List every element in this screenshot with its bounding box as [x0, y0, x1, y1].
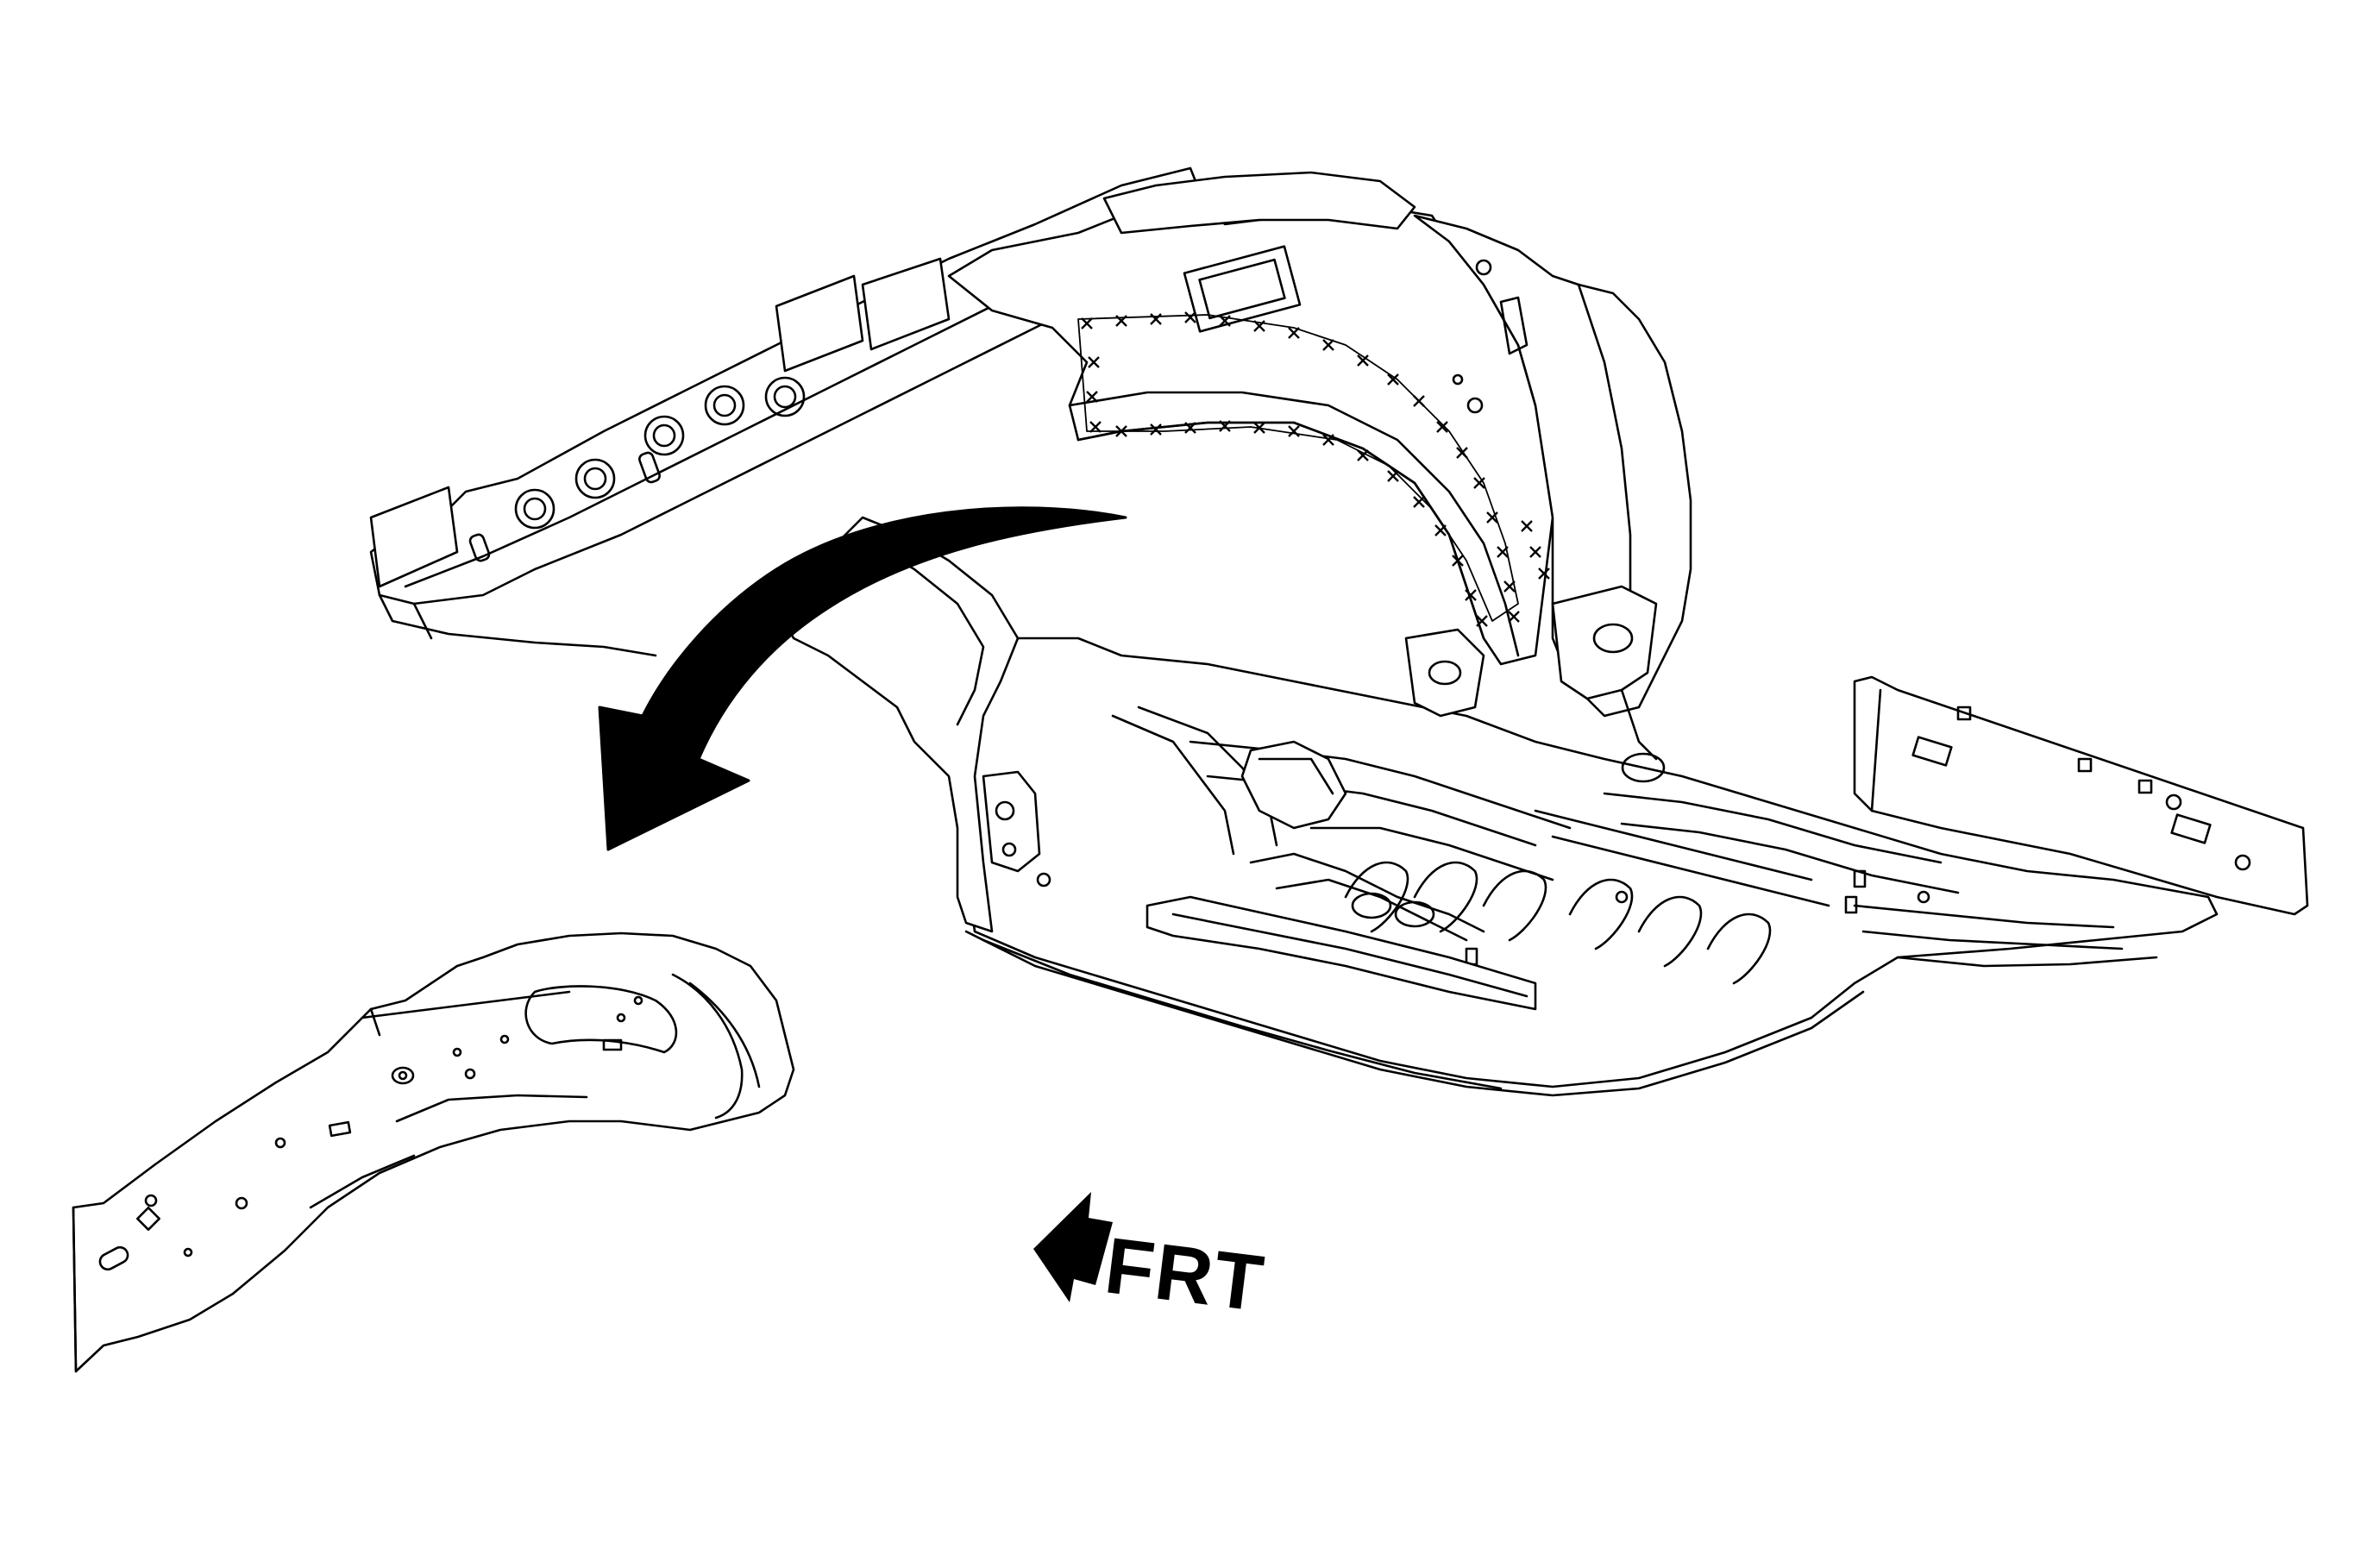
weld-x-marker — [1115, 315, 1127, 327]
weld-x-marker — [1089, 421, 1102, 433]
weld-x-marker — [1529, 546, 1541, 558]
weld-x-marker — [1456, 447, 1468, 459]
vehicle-underbody-structure — [369, 166, 2309, 1097]
shock-tower-right — [1551, 585, 1666, 783]
weld-x-marker — [1452, 555, 1464, 567]
weld-x-marker — [1413, 496, 1425, 508]
weld-x-marker — [1476, 615, 1488, 627]
weld-x-marker — [1357, 449, 1369, 461]
weld-x-marker — [1322, 339, 1334, 351]
weld-x-marker — [1086, 391, 1098, 403]
weld-x-marker — [1497, 546, 1509, 558]
removed-wheelhouse-panel — [72, 931, 795, 1373]
weld-x-marker — [1253, 320, 1265, 332]
weld-x-marker — [1219, 420, 1231, 432]
weld-x-marker — [1503, 580, 1516, 593]
weld-x-marker — [1508, 611, 1520, 623]
weld-x-marker — [1538, 568, 1550, 580]
rear-end-panel — [1853, 675, 2309, 916]
weld-x-marker — [1081, 317, 1093, 329]
weld-x-marker — [1357, 354, 1369, 367]
weld-x-marker — [1088, 356, 1100, 368]
weld-x-marker — [1387, 470, 1399, 482]
weld-x-marker — [1288, 327, 1300, 339]
rear-crossmember — [1146, 895, 1537, 1011]
weld-x-marker — [1473, 477, 1485, 489]
weld-point-markers — [1081, 311, 1550, 627]
left-rear-quarter-inner — [775, 516, 1051, 933]
weld-x-marker — [1288, 425, 1300, 437]
rear-floor-pan — [956, 637, 2219, 1097]
weld-x-marker — [1465, 589, 1477, 601]
weld-x-marker — [1184, 311, 1196, 323]
weld-x-marker — [1521, 520, 1533, 532]
weld-x-marker — [1219, 315, 1231, 327]
weld-x-marker — [1322, 434, 1334, 446]
weld-x-marker — [1387, 373, 1399, 386]
weld-x-marker — [1150, 423, 1162, 436]
weld-x-marker — [1486, 511, 1498, 524]
removal-arrow-icon — [598, 506, 1127, 851]
weld-x-marker — [1436, 421, 1448, 433]
weld-x-marker — [1184, 422, 1196, 434]
weld-x-marker — [1253, 422, 1265, 434]
weld-x-marker — [1150, 313, 1162, 325]
rear-wheelhouse-inner — [947, 171, 1554, 666]
front-direction-arrow-icon — [1033, 1192, 1113, 1302]
weld-x-marker — [1115, 425, 1127, 437]
shock-tower-left — [1404, 628, 1485, 718]
weld-x-marker — [1413, 395, 1425, 407]
weld-x-marker — [1434, 524, 1447, 536]
